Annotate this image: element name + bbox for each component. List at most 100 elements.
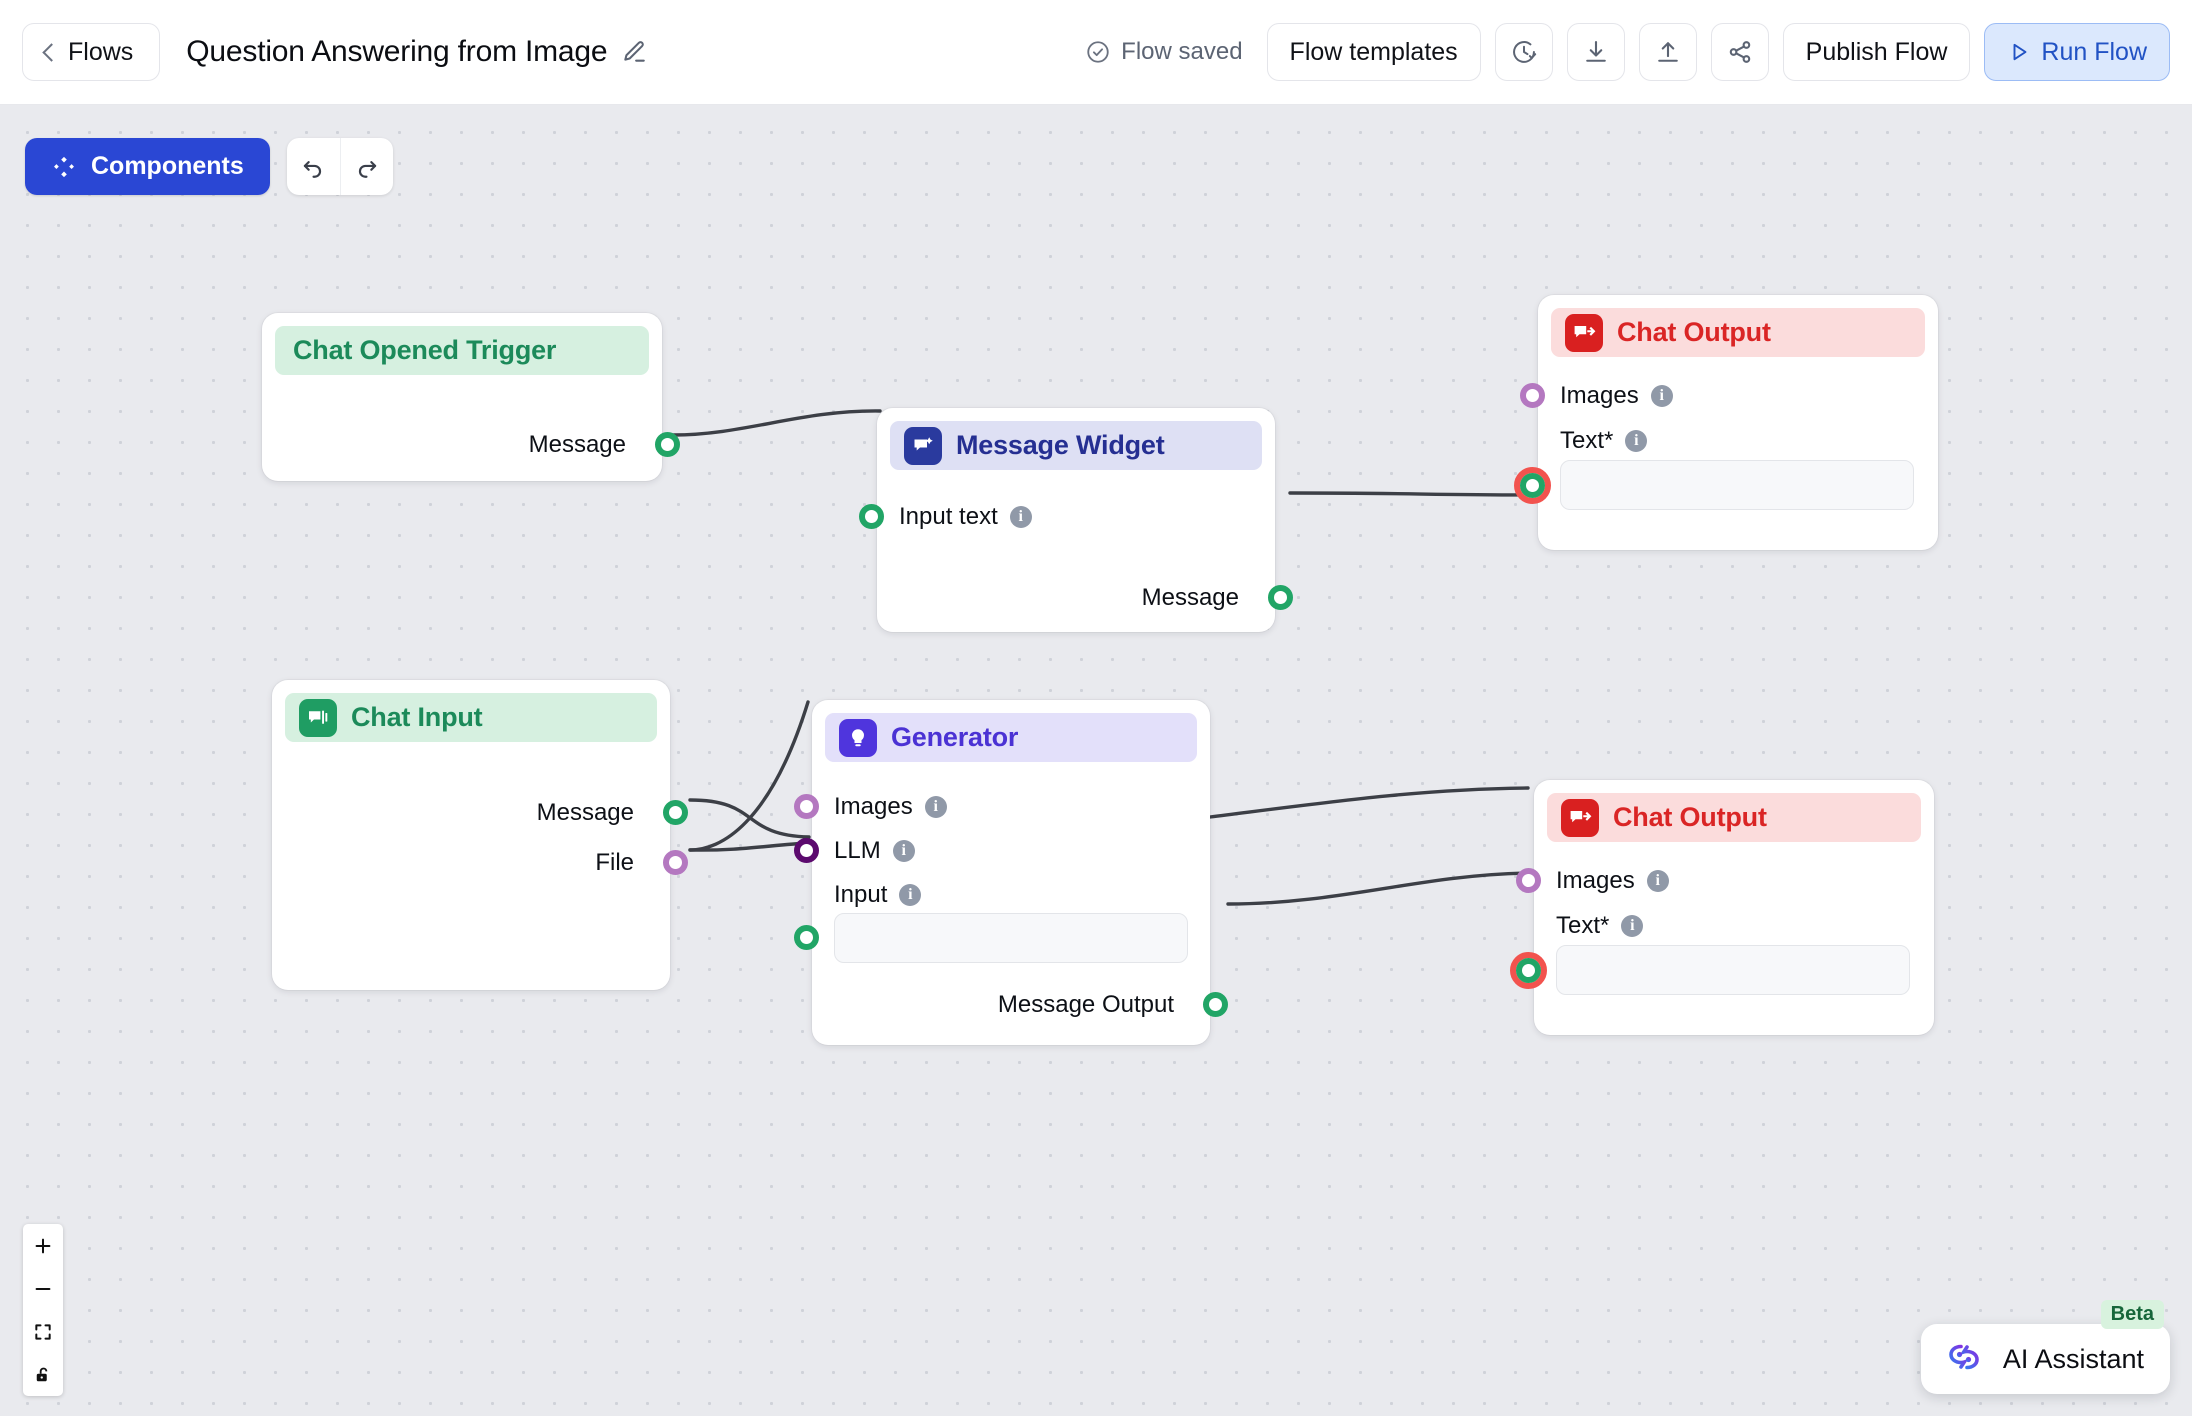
output-port-message[interactable]: [655, 432, 680, 457]
chat-output-icon: [1561, 798, 1599, 837]
fit-view-icon: [35, 1323, 51, 1340]
input-port-input-text[interactable]: [859, 504, 884, 529]
info-icon[interactable]: i: [1646, 870, 1669, 892]
output-port-message[interactable]: [1268, 585, 1293, 610]
input-port-text[interactable]: [1510, 952, 1547, 989]
plus-icon: [35, 1238, 51, 1253]
input-row-images: Images i: [1556, 867, 1669, 895]
history-button[interactable]: [1494, 23, 1553, 81]
output-port-message-output[interactable]: [1203, 992, 1228, 1017]
minus-icon: [35, 1287, 51, 1290]
unlock-padlock-icon: [36, 1367, 48, 1381]
edge-generator-to-output-bottom-text: [1226, 871, 1529, 906]
input-label: Images: [834, 793, 913, 820]
text-input-field[interactable]: [1560, 460, 1914, 510]
message-sparkle-icon: [904, 426, 942, 465]
node-title: Generator: [891, 722, 1019, 752]
canvas-toolbar: Components: [25, 138, 393, 195]
input-port-images[interactable]: [1520, 383, 1545, 408]
info-icon[interactable]: i: [1621, 915, 1644, 937]
input-port-llm[interactable]: [794, 838, 819, 863]
app-header: Flows Question Answering from Image Flow…: [0, 0, 2192, 105]
input-port-images[interactable]: [794, 794, 819, 819]
input-row-input-text: Input text i: [899, 503, 1032, 531]
output-label: Message: [1141, 584, 1239, 611]
node-chat-output-top[interactable]: Chat Output Images i Text* i: [1514, 295, 1938, 550]
chat-output-icon: [1565, 313, 1603, 352]
zoom-in-button[interactable]: [23, 1224, 63, 1267]
output-row-message: Message: [537, 799, 634, 827]
node-title: Chat Output: [1613, 802, 1767, 832]
output-port-file[interactable]: [663, 850, 688, 875]
edge-input-file-to-generator-images: [688, 700, 810, 852]
zoom-out-button[interactable]: [23, 1267, 63, 1310]
lightbulb-icon: [839, 718, 877, 757]
node-title: Chat Input: [351, 702, 483, 732]
node-message-widget[interactable]: Message Widget Input text i Message: [859, 408, 1293, 632]
input-port-text[interactable]: [1514, 467, 1551, 504]
back-to-flows-button[interactable]: Flows: [22, 23, 161, 81]
text-input-field[interactable]: [1556, 945, 1910, 995]
info-icon[interactable]: i: [1009, 506, 1032, 528]
input-label: Text*: [1560, 427, 1614, 454]
input-port-input[interactable]: [794, 925, 819, 950]
node-header: Chat Output: [1551, 308, 1925, 357]
input-label: LLM: [834, 837, 881, 864]
run-flow-button[interactable]: Run Flow: [1984, 23, 2170, 81]
output-row-message: Message: [529, 431, 626, 459]
input-label: Images: [1560, 382, 1639, 409]
components-label: Components: [91, 152, 244, 180]
input-label: Input text: [899, 503, 998, 530]
undo-button[interactable]: [287, 138, 340, 195]
node-header: Generator: [825, 713, 1197, 762]
components-button[interactable]: Components: [25, 138, 270, 195]
publish-flow-button[interactable]: Publish Flow: [1782, 23, 1971, 81]
node-header: Message Widget: [890, 421, 1262, 470]
upload-icon: [1657, 42, 1678, 62]
node-chat-output-bottom[interactable]: Chat Output Images i Text* i: [1510, 780, 1934, 1035]
input-port-images[interactable]: [1516, 868, 1541, 893]
redo-button[interactable]: [339, 138, 393, 195]
flow-templates-button[interactable]: Flow templates: [1266, 23, 1481, 81]
chevron-left-icon: [42, 42, 61, 62]
play-icon: [2013, 43, 2027, 61]
info-icon[interactable]: i: [1650, 385, 1673, 407]
node-generator[interactable]: Generator Images i LLM i Input i Message…: [794, 700, 1228, 1045]
share-icon: [1729, 41, 1750, 63]
flow-canvas[interactable]: Components: [0, 105, 2192, 1416]
edge-trigger-to-widget: [671, 409, 882, 437]
fit-view-button[interactable]: [23, 1310, 63, 1353]
edge-generator-to-output-bottom-images: [1208, 786, 1530, 819]
input-row-text: Text* i: [1556, 912, 1644, 940]
download-button[interactable]: [1566, 23, 1625, 81]
node-chat-input[interactable]: Chat Input Message File: [272, 680, 688, 990]
info-icon[interactable]: i: [924, 796, 947, 818]
info-icon[interactable]: i: [892, 840, 915, 862]
node-chat-opened-trigger[interactable]: Chat Opened Trigger Message: [262, 313, 680, 481]
info-icon[interactable]: i: [1625, 430, 1648, 452]
history-clock-icon: [1512, 41, 1536, 63]
upload-button[interactable]: [1638, 23, 1697, 81]
node-header: Chat Opened Trigger: [275, 326, 649, 375]
input-row-images: Images i: [1560, 382, 1673, 410]
page-title: Question Answering from Image: [186, 35, 608, 68]
input-label: Input: [834, 881, 888, 908]
node-header: Chat Input: [285, 693, 657, 742]
flow-saved-status: Flow saved: [1085, 38, 1243, 66]
ai-assistant-button[interactable]: Beta AI Assistant: [1920, 1300, 2170, 1394]
share-button[interactable]: [1710, 23, 1769, 81]
lock-button[interactable]: [23, 1353, 63, 1396]
input-text-field[interactable]: [834, 913, 1188, 963]
input-row-llm: LLM i: [834, 837, 915, 865]
run-flow-label: Run Flow: [2041, 37, 2147, 66]
input-label: Text*: [1556, 912, 1610, 939]
zoom-controls: [23, 1224, 63, 1396]
node-title: Message Widget: [956, 430, 1165, 460]
node-title: Chat Opened Trigger: [293, 335, 557, 365]
download-icon: [1585, 41, 1606, 62]
redo-arrow-icon: [358, 160, 376, 178]
info-icon[interactable]: i: [899, 884, 922, 906]
pencil-icon[interactable]: [621, 39, 647, 65]
output-row-message-output: Message Output: [998, 991, 1174, 1019]
output-port-message[interactable]: [663, 800, 688, 825]
